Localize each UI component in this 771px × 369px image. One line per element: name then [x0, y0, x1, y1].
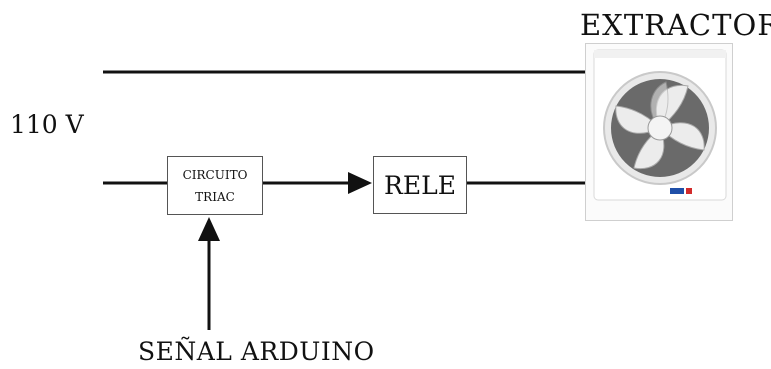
voltage-label: 110 V	[10, 110, 84, 139]
arduino-signal-arrowhead	[198, 217, 220, 241]
rele-label: RELE	[384, 170, 456, 200]
extractor-label: EXTRACTOR	[580, 8, 771, 42]
triac-circuit-box: CIRCUITO TRIAC	[167, 156, 263, 215]
triac-label-line1: CIRCUITO	[182, 167, 248, 182]
arduino-signal-label: SEÑAL ARDUINO	[138, 337, 375, 366]
fan-icon	[593, 49, 727, 201]
triac-to-rele-arrowhead	[348, 172, 372, 194]
triac-label-line2: TRIAC	[195, 189, 235, 204]
rele-box: RELE	[373, 156, 467, 214]
extractor-fan-image	[585, 43, 733, 221]
